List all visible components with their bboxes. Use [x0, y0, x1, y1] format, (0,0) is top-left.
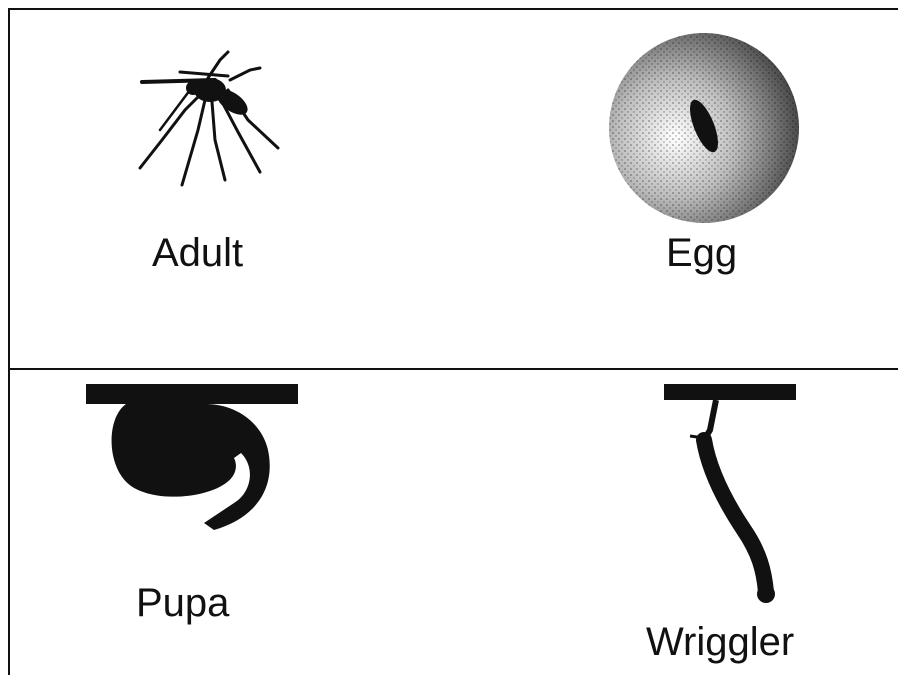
mosquito-adult-icon [120, 50, 290, 190]
stage-label-wriggler: Wriggler [646, 622, 794, 662]
top-border [10, 8, 898, 10]
left-border [8, 8, 10, 675]
mosquito-pupa-icon [86, 378, 306, 538]
stage-label-adult: Adult [152, 233, 243, 273]
stage-label-pupa: Pupa [136, 583, 229, 623]
mosquito-larva-icon [664, 380, 804, 610]
middle-divider [8, 368, 898, 370]
mosquito-egg-icon [606, 30, 802, 226]
stage-label-egg: Egg [666, 233, 737, 273]
